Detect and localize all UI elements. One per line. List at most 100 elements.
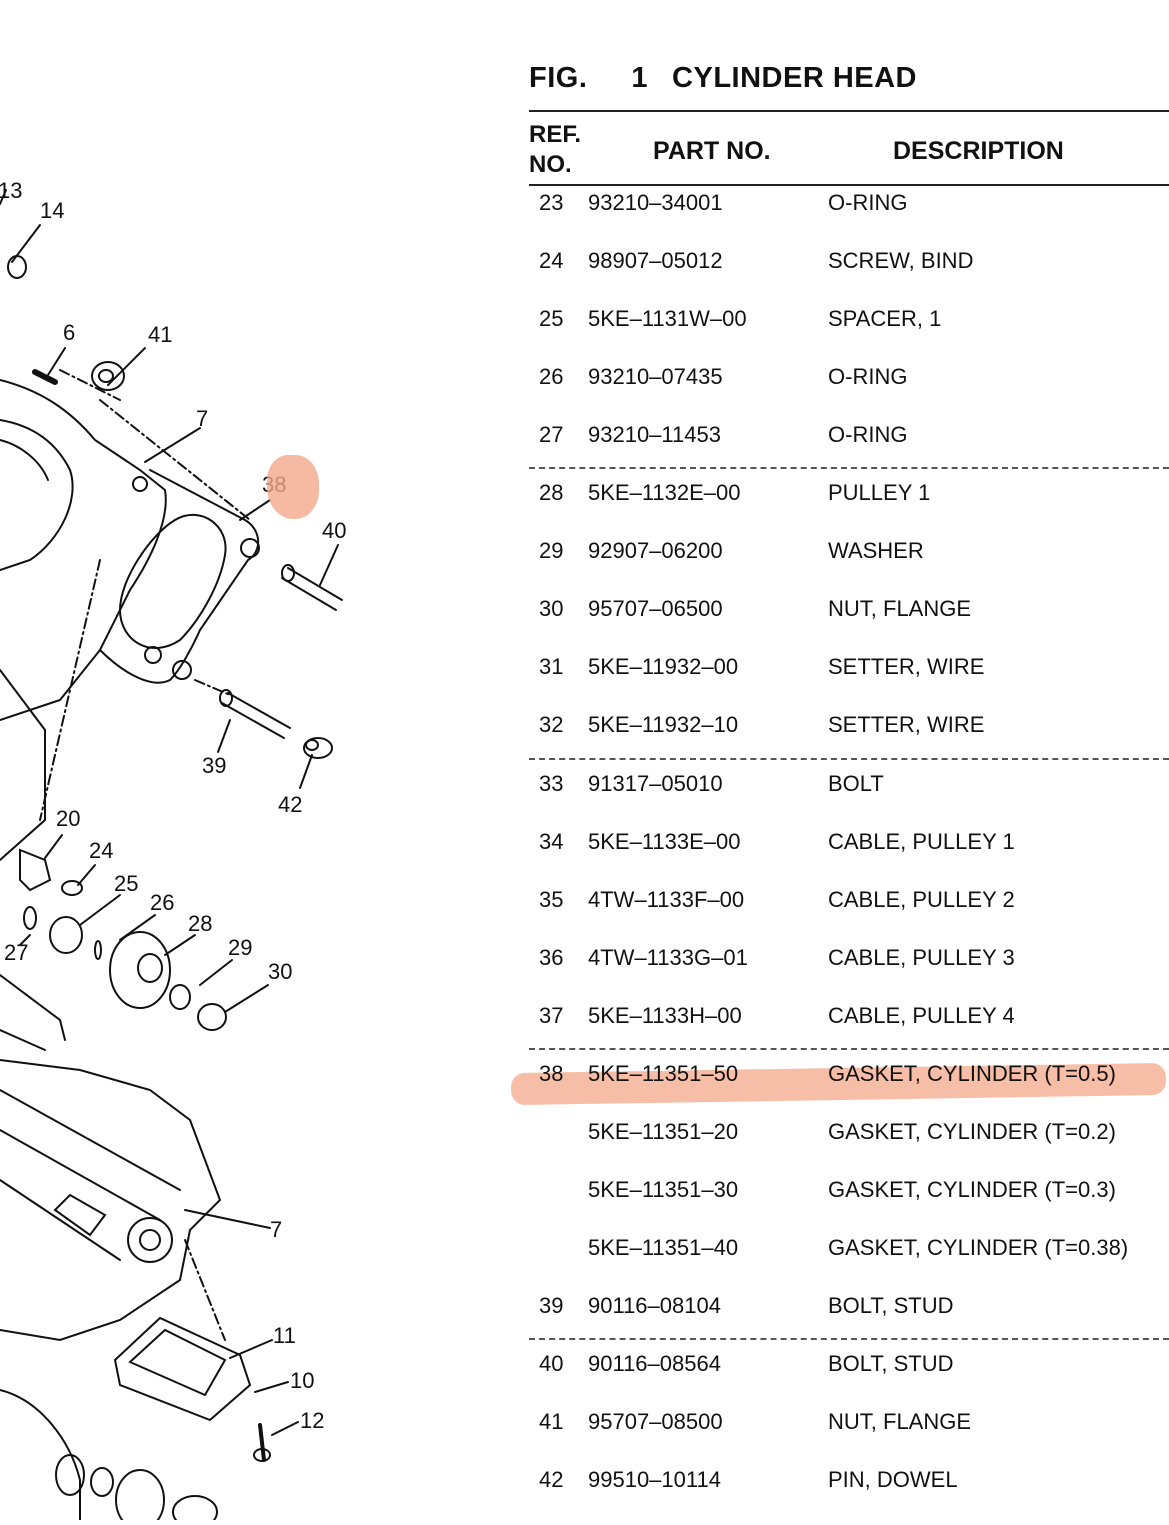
cell-part: 5KE–1132E–00 (588, 480, 741, 506)
cell-ref: 25 (539, 306, 564, 332)
table-row: 5KE–11351–30 GASKET, CYLINDER (T=0.3) (529, 1177, 1169, 1235)
figure-number: 1 (631, 62, 649, 94)
figure-title: FIG. 1 CYLINDER HEAD (529, 62, 917, 95)
figure-label: FIG. (529, 62, 588, 94)
table-row: 25 5KE–1131W–00 SPACER, 1 (529, 306, 1169, 364)
cell-desc: GASKET, CYLINDER (T=0.2) (828, 1118, 1116, 1144)
cell-ref: 36 (539, 944, 564, 970)
table-row: 5KE–11351–20 GASKET, CYLINDER (T=0.2) (529, 1119, 1169, 1177)
cell-desc: SPACER, 1 (828, 306, 942, 332)
cell-part: 5KE–11351–20 (588, 1118, 739, 1144)
cell-ref: 39 (539, 1292, 564, 1318)
cell-part: 5KE–11351–50 (588, 1060, 739, 1086)
exploded-diagram: 13 14 6 41 7 38 40 39 42 20 24 25 26 27 … (0, 178, 346, 1520)
cell-part: 90116–08564 (588, 1351, 721, 1376)
diagram-label: 10 (290, 1368, 314, 1393)
diagram-label: 30 (268, 959, 292, 984)
cell-desc: CABLE, PULLEY 2 (828, 886, 1015, 912)
cell-desc: GASKET, CYLINDER (T=0.5) (828, 1060, 1116, 1086)
cell-part: 5KE–1133E–00 (588, 828, 741, 854)
diagram-label: 27 (4, 940, 28, 965)
group-separator (529, 1338, 1169, 1340)
table-row: 34 5KE–1133E–00 CABLE, PULLEY 1 (529, 829, 1169, 887)
cell-ref: 30 (539, 596, 564, 622)
diagram-label: 39 (202, 753, 226, 778)
highlight-marker-38 (267, 455, 319, 519)
diagram-label: 7 (196, 406, 208, 431)
cell-desc: WASHER (828, 538, 924, 564)
table-row: 40 90116–08564 BOLT, STUD (529, 1351, 1169, 1409)
cell-ref: 40 (539, 1351, 564, 1376)
cell-part: 5KE–11351–30 (588, 1176, 739, 1202)
header-ref-no: REF. NO. (529, 121, 582, 178)
diagram-label: 11 (273, 1323, 296, 1348)
cell-ref: 34 (539, 828, 564, 854)
cell-part: 5KE–1131W–00 (588, 306, 747, 332)
table-row: 35 4TW–1133F–00 CABLE, PULLEY 2 (529, 887, 1169, 945)
cell-desc: GASKET, CYLINDER (T=0.38) (828, 1234, 1129, 1260)
cell-ref: 37 (539, 1002, 564, 1028)
header-rule-top (529, 110, 1169, 112)
diagram-label: 40 (322, 518, 346, 543)
cell-part: 93210–11453 (588, 422, 721, 448)
cell-part: 4TW–1133G–01 (588, 944, 748, 970)
cell-ref: 38 (539, 1060, 564, 1086)
cell-part: 90116–08104 (588, 1292, 721, 1318)
cell-part: 95707–06500 (588, 596, 723, 622)
cell-desc: O-RING (828, 190, 908, 215)
diagram-label: 6 (63, 320, 75, 345)
cell-desc: CABLE, PULLEY 4 (828, 1002, 1015, 1028)
table-row: 38 5KE–11351–50 GASKET, CYLINDER (T=0.5) (529, 1061, 1169, 1119)
diagram-label: 14 (40, 198, 64, 223)
cell-desc: SCREW, BIND (828, 248, 974, 274)
table-row: 23 93210–34001 O-RING (529, 190, 1169, 248)
cell-ref: 41 (539, 1409, 564, 1435)
cell-part: 4TW–1133F–00 (588, 886, 745, 912)
cell-ref: 28 (539, 480, 564, 506)
cell-desc: SETTER, WIRE (828, 654, 985, 680)
cell-desc: BOLT, STUD (828, 1351, 954, 1376)
cell-ref: 32 (539, 712, 564, 738)
header-description: DESCRIPTION (893, 137, 1064, 165)
header-part-no: PART NO. (653, 137, 771, 165)
cell-desc: GASKET, CYLINDER (T=0.3) (828, 1176, 1116, 1202)
cell-part: 95707–08500 (588, 1409, 723, 1435)
cell-part: 98907–05012 (588, 248, 723, 274)
cell-desc: O-RING (828, 422, 908, 448)
cell-desc: O-RING (828, 364, 908, 390)
cell-desc: CABLE, PULLEY 1 (828, 828, 1015, 854)
cell-desc: BOLT (828, 770, 884, 796)
diagram-label: 26 (150, 890, 174, 915)
cell-part: 93210–07435 (588, 364, 723, 390)
cell-ref: 23 (539, 190, 564, 215)
table-row: 28 5KE–1132E–00 PULLEY 1 (529, 480, 1169, 538)
group-separator (529, 1047, 1169, 1050)
group-separator (529, 467, 1169, 470)
diagram-label: 28 (188, 911, 212, 936)
group-separator (529, 757, 1169, 760)
diagram-label: 13 (0, 178, 22, 203)
figure-name: CYLINDER HEAD (672, 62, 917, 94)
cell-part: 99510–10114 (588, 1467, 721, 1493)
diagram-label: 7 (270, 1217, 282, 1242)
cell-desc: PULLEY 1 (828, 480, 931, 506)
cell-part: 5KE–11932–00 (588, 654, 739, 680)
diagram-label: 41 (148, 322, 172, 347)
cell-ref: 35 (539, 886, 564, 912)
cell-part: 93210–34001 (588, 190, 723, 215)
cell-desc: SETTER, WIRE (828, 712, 985, 738)
header-rule-bottom (529, 184, 1169, 186)
